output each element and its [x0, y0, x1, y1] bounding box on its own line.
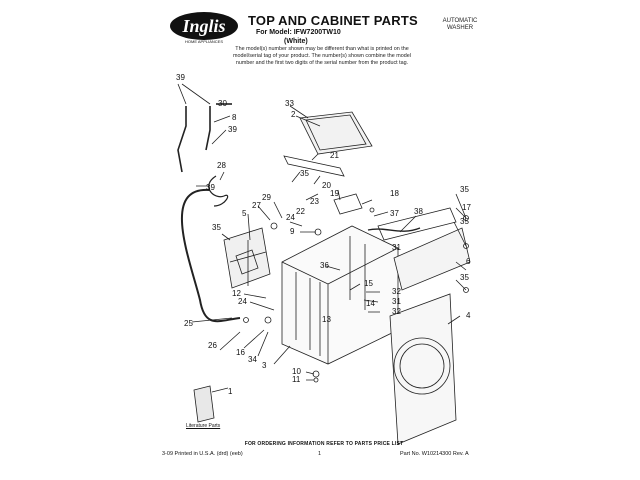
callout-39a: 39 [176, 73, 185, 82]
callout-24a: 24 [286, 213, 295, 222]
callout-33: 33 [285, 99, 294, 108]
page-title: TOP AND CABINET PARTS [248, 13, 418, 28]
model-line: For Model: IFW7200TW10 [256, 29, 341, 36]
callout-31b: 31 [392, 297, 401, 306]
inglis-logo: Inglis HOME APPLIANCES [170, 12, 238, 44]
callout-13: 13 [322, 315, 331, 324]
callout-9: 9 [290, 227, 295, 236]
callout-5: 5 [242, 209, 247, 218]
callout-35b: 35 [212, 223, 221, 232]
page-number: 1 [318, 451, 322, 457]
callout-23: 23 [310, 197, 319, 206]
callout-35e: 35 [460, 273, 469, 282]
callout-32b: 32 [392, 307, 401, 316]
callout-labels: 39 30 8 39 28 39 33 2 21 35 20 19 18 23 … [176, 73, 471, 396]
callout-15: 15 [364, 279, 373, 288]
callout-30: 30 [218, 99, 227, 108]
callout-11: 11 [292, 375, 301, 384]
callout-24b: 24 [238, 297, 247, 306]
callout-35a: 35 [300, 169, 309, 178]
appliance-category: AUTOMATIC WASHER [430, 18, 490, 32]
callout-32a: 32 [392, 287, 401, 296]
callout-6: 6 [466, 257, 471, 266]
callout-10: 10 [292, 367, 301, 376]
callout-36: 36 [320, 261, 329, 270]
callout-14: 14 [366, 299, 375, 308]
callout-19: 19 [330, 189, 339, 198]
callout-1: 1 [228, 387, 233, 396]
color-line: (White) [284, 38, 308, 45]
callout-29: 29 [262, 193, 271, 202]
brand-name: Inglis [181, 16, 225, 36]
callout-3: 3 [262, 361, 267, 370]
category-line-2: WASHER [446, 25, 474, 31]
callout-28: 28 [217, 161, 226, 170]
callout-2: 2 [291, 110, 296, 119]
callout-27: 27 [252, 201, 261, 210]
callout-35c: 35 [460, 185, 469, 194]
callout-39b: 39 [228, 125, 237, 134]
model-notice: The model(s) number shown may be differe… [233, 46, 411, 66]
callout-20: 20 [322, 181, 331, 190]
ordering-info: FOR ORDERING INFORMATION REFER TO PARTS … [244, 441, 404, 447]
callout-12: 12 [232, 289, 241, 298]
callout-8: 8 [232, 113, 237, 122]
brand-tagline: HOME APPLIANCES [185, 39, 223, 44]
callout-35d: 35 [460, 217, 469, 226]
callout-21: 21 [330, 151, 339, 160]
callout-22: 22 [296, 207, 305, 216]
part-number: Part No. W10214300 Rev. A [400, 451, 469, 457]
category-line-1: AUTOMATIC [442, 18, 478, 24]
callout-25: 25 [184, 319, 193, 328]
callout-37: 37 [390, 209, 399, 218]
callout-17: 17 [462, 203, 471, 212]
callout-26: 26 [208, 341, 217, 350]
print-info: 3-09 Printed in U.S.A. (drd) (eeb) [162, 451, 243, 457]
callout-31a: 31 [392, 243, 401, 252]
callout-18: 18 [390, 189, 399, 198]
callout-16: 16 [236, 348, 245, 357]
callout-38: 38 [414, 207, 423, 216]
title-block: TOP AND CABINET PARTS For Model: IFW7200… [248, 14, 418, 46]
callout-34: 34 [248, 355, 257, 364]
literature-parts-label: Literature Parts [186, 423, 221, 429]
callout-4: 4 [466, 311, 471, 320]
callout-39c: 39 [206, 183, 215, 192]
